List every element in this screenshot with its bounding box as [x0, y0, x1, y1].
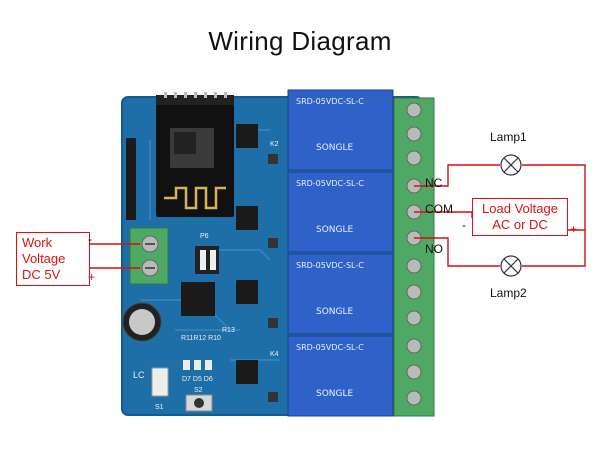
relay2-model: SRD-05VDC-SL-C [296, 179, 364, 188]
relay1-model: SRD-05VDC-SL-C [296, 97, 364, 106]
label-lc: LC [133, 370, 145, 380]
label-k2: K2 [270, 141, 279, 148]
work-voltage-minus: - [88, 232, 92, 246]
lamp2-label: Lamp2 [490, 286, 527, 300]
label-p6: P6 [200, 233, 209, 240]
label-leds: D7 D5 D6 [182, 376, 213, 383]
relay4-model: SRD-05VDC-SL-C [296, 343, 364, 352]
work-voltage-line2: Voltage [22, 251, 66, 266]
label-k4: K4 [270, 351, 279, 358]
load-voltage-minus: - [462, 218, 466, 232]
relay-4 [287, 335, 394, 417]
relay-3 [287, 253, 394, 335]
label-r-group: R11R12 R10 [181, 335, 221, 342]
work-voltage-line1: Work [22, 235, 53, 250]
label-r13: R13 [222, 327, 235, 334]
load-voltage-plus: + [570, 222, 578, 236]
relay-2 [287, 171, 394, 253]
label-s1: S1 [155, 404, 164, 411]
load-voltage-line2: AC or DC [492, 217, 548, 232]
capacitor [122, 302, 162, 342]
relay-1 [287, 89, 394, 171]
work-voltage-plus: + [88, 270, 96, 284]
switch-s1 [151, 367, 169, 397]
relay2-brand: SONGLE [316, 225, 354, 235]
load-voltage-box: Load Voltage AC or DC [472, 198, 568, 236]
work-voltage-line3: DC 5V [22, 267, 61, 282]
lamp2-icon [500, 255, 522, 277]
relay1-brand: SONGLE [316, 143, 354, 153]
power-terminal [129, 227, 169, 285]
diagram-title: Wiring Diagram [208, 26, 392, 56]
output-terminal-strip [393, 97, 435, 417]
work-voltage-box: Work Voltage DC 5V [16, 232, 90, 286]
mcu-chip [181, 282, 215, 316]
terminal-no-label: NO [425, 242, 443, 256]
wifi-module [156, 102, 234, 217]
load-voltage-line1: Load Voltage [482, 201, 558, 216]
lamp1-icon [500, 154, 522, 176]
relay4-brand: SONGLE [316, 389, 354, 399]
label-s2: S2 [194, 387, 203, 394]
power-wiring [80, 243, 140, 269]
terminal-nc-label: NC [425, 176, 443, 190]
relay3-model: SRD-05VDC-SL-C [296, 261, 364, 270]
terminal-com-label: COM [425, 202, 453, 216]
lamp1-label: Lamp1 [490, 130, 527, 144]
relay3-brand: SONGLE [316, 307, 354, 317]
